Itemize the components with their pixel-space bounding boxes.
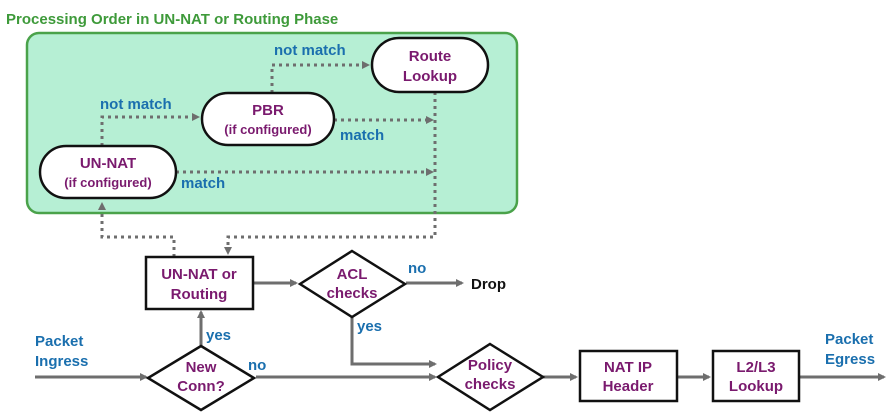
- packet-ingress-line2: Ingress: [35, 353, 88, 370]
- route-lookup-line2: Lookup: [403, 68, 457, 85]
- acl-no-label: no: [408, 260, 426, 277]
- packet-ingress-line1: Packet: [35, 333, 83, 350]
- policy-checks-decision: Policy checks: [435, 342, 546, 412]
- un-nat-routing-line2: Routing: [171, 286, 228, 303]
- acl-yes-label: yes: [357, 318, 382, 335]
- new-conn-line2: Conn?: [177, 378, 224, 395]
- l2l3-line2: Lookup: [729, 378, 783, 395]
- solid-connectors: [35, 279, 886, 381]
- acl-checks-decision: ACL checks: [297, 249, 408, 319]
- pbr-to-route-path: [270, 61, 370, 93]
- pbr-line2: (if configured): [224, 122, 311, 137]
- policy-line2: checks: [465, 376, 516, 393]
- routing-to-unnat-path: [98, 202, 176, 257]
- un-nat-node: UN-NAT (if configured): [38, 144, 178, 200]
- packet-egress-line2: Egress: [825, 351, 875, 368]
- un-nat-or-routing-node: UN-NAT or Routing: [144, 255, 255, 311]
- new-conn-line1: New: [186, 359, 217, 376]
- not-match-label-pbr: not match: [100, 96, 172, 113]
- newconn-yes-label: yes: [206, 327, 231, 344]
- match-label-pbr: match: [340, 127, 384, 144]
- dotted-connectors: [98, 61, 437, 257]
- acl-yes-arrow: [350, 317, 437, 368]
- unnat-to-pbr-path: [100, 113, 200, 146]
- route-lookup-node: Route Lookup: [370, 36, 490, 94]
- diagram-title: Processing Order in UN-NAT or Routing Ph…: [6, 11, 338, 28]
- match-label-unnat: match: [181, 175, 225, 192]
- l2l3-lookup-node: L2/L3 Lookup: [711, 349, 801, 403]
- drop-label: Drop: [471, 276, 506, 293]
- nat-ip-header-node: NAT IP Header: [578, 349, 679, 403]
- un-nat-line2: (if configured): [64, 175, 151, 190]
- packet-egress-line1: Packet: [825, 331, 873, 348]
- route-return-path: [224, 92, 437, 255]
- un-nat-routing-line1: UN-NAT or: [161, 266, 237, 283]
- pbr-node: PBR (if configured): [200, 91, 336, 147]
- nat-ip-header-line2: Header: [603, 378, 654, 395]
- pbr-line1: PBR: [252, 102, 284, 119]
- acl-line2: checks: [327, 285, 378, 302]
- acl-line1: ACL: [337, 266, 368, 283]
- not-match-label-top: not match: [274, 42, 346, 59]
- policy-line1: Policy: [468, 357, 513, 374]
- route-lookup-line1: Route: [409, 48, 452, 65]
- new-conn-decision: New Conn?: [145, 344, 257, 412]
- l2l3-line1: L2/L3: [736, 359, 775, 376]
- un-nat-line1: UN-NAT: [80, 155, 136, 172]
- nat-ip-header-line1: NAT IP: [604, 359, 652, 376]
- newconn-no-label: no: [248, 357, 266, 374]
